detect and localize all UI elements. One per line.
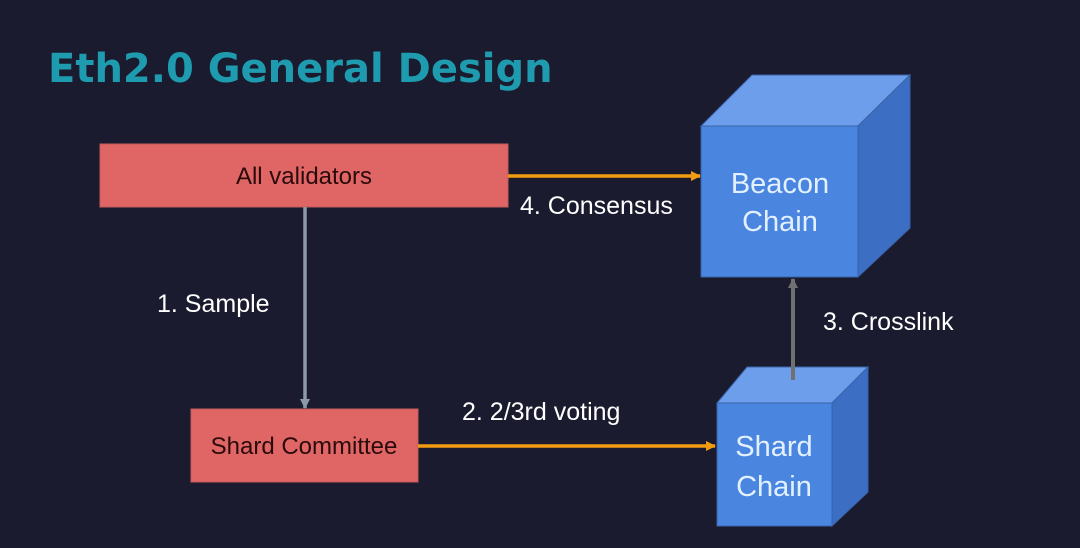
shard-chain-label-line2: Chain [736, 471, 812, 503]
sample-label: 1. Sample [157, 290, 270, 318]
shard-committee-label: Shard Committee [211, 433, 398, 460]
shard-chain-cube: Shard Chain [715, 365, 870, 528]
shard-committee-node: Shard Committee [190, 408, 419, 483]
all-validators-label: All validators [236, 163, 372, 190]
beacon-chain-label-line2: Chain [742, 206, 818, 238]
beacon-chain-cube: Beacon Chain [699, 73, 912, 279]
all-validators-node: All validators [99, 143, 509, 208]
page-title: Eth2.0 General Design [48, 46, 553, 92]
shard-chain-label-line1: Shard [735, 431, 812, 463]
voting-label: 2. 2/3rd voting [462, 398, 620, 426]
consensus-label: 4. Consensus [520, 192, 673, 220]
crosslink-label: 3. Crosslink [823, 308, 954, 336]
beacon-chain-label-line1: Beacon [731, 168, 829, 200]
